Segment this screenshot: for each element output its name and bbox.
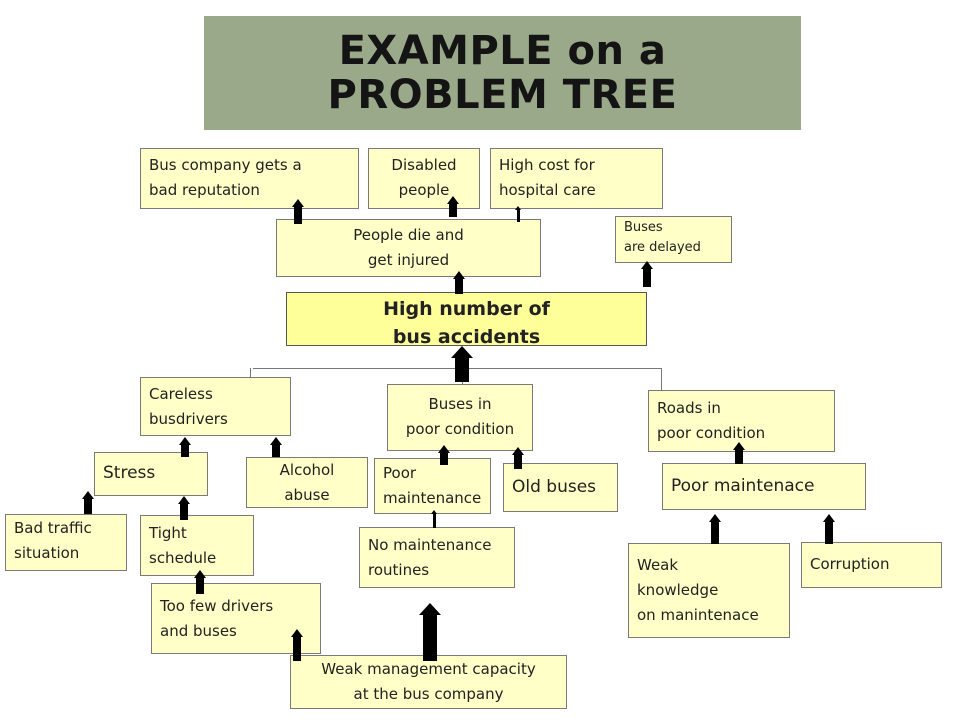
cause-old-buses: Old buses bbox=[503, 463, 618, 512]
arrow-up-icon bbox=[431, 510, 437, 528]
arrow-up-icon bbox=[733, 442, 745, 464]
arrow-up-icon bbox=[709, 514, 721, 544]
arrow-up-icon bbox=[292, 199, 304, 224]
arrow-up-icon bbox=[823, 514, 835, 544]
cause-no-maintenance-routines: No maintenance routines bbox=[359, 527, 515, 588]
arrow-up-icon bbox=[515, 206, 521, 222]
cause-weak-management: Weak management capacity at the bus comp… bbox=[290, 655, 567, 709]
effect-disabled-people: Disabled people bbox=[368, 148, 480, 209]
arrow-up-icon bbox=[451, 346, 473, 382]
arrow-up-icon bbox=[512, 447, 524, 469]
arrow-up-icon bbox=[291, 629, 303, 661]
cause-roads-poor-condition: Roads in poor condition bbox=[648, 390, 835, 452]
cause-buses-poor-condition: Buses in poor condition bbox=[387, 384, 533, 451]
arrow-up-icon bbox=[194, 570, 206, 594]
title-line-1: EXAMPLE on a bbox=[338, 28, 667, 74]
arrow-up-icon bbox=[438, 445, 450, 465]
cause-too-few-drivers: Too few drivers and buses bbox=[151, 583, 321, 654]
core-problem: High number of bus accidents bbox=[286, 292, 647, 348]
arrow-up-icon bbox=[641, 261, 653, 287]
connector-right bbox=[661, 368, 662, 390]
cause-poor-maintenace-roads: Poor maintenace bbox=[662, 463, 866, 510]
cause-careless-drivers: Careless busdrivers bbox=[140, 377, 291, 436]
cause-tight-schedule: Tight schedule bbox=[140, 515, 254, 576]
title-banner: EXAMPLE on a PROBLEM TREE bbox=[204, 16, 801, 130]
cause-corruption: Corruption bbox=[801, 542, 942, 588]
effect-bad-reputation: Bus company gets a bad reputation bbox=[140, 148, 359, 209]
connector-left bbox=[250, 368, 251, 378]
effect-hospital-cost: High cost for hospital care bbox=[490, 148, 663, 209]
effect-buses-delayed: Buses are delayed bbox=[615, 216, 732, 263]
arrow-up-icon bbox=[453, 271, 465, 294]
effect-die-injured: People die and get injured bbox=[276, 219, 541, 277]
arrow-up-icon bbox=[82, 491, 94, 514]
arrow-up-icon bbox=[270, 437, 282, 457]
cause-stress: Stress bbox=[94, 452, 208, 496]
arrow-up-icon bbox=[178, 496, 190, 520]
arrow-up-icon bbox=[419, 603, 441, 661]
arrow-up-icon bbox=[179, 437, 191, 457]
cause-poor-maintenance: Poor maintenance bbox=[374, 458, 491, 514]
cause-alcohol-abuse: Alcohol abuse bbox=[246, 457, 368, 508]
title-line-2: PROBLEM TREE bbox=[327, 72, 678, 118]
cause-bad-traffic: Bad traffic situation bbox=[5, 514, 127, 571]
cause-weak-knowledge: Weak knowledge on manintenace bbox=[628, 543, 790, 638]
arrow-up-icon bbox=[447, 196, 459, 217]
